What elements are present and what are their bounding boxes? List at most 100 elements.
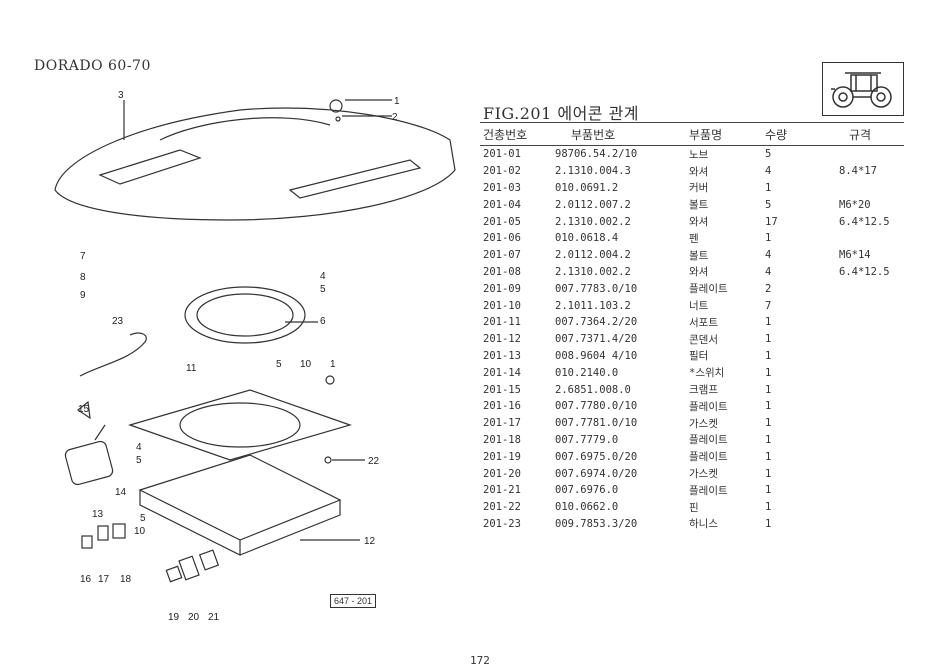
cell-qty: 17: [765, 215, 778, 228]
cell-no: 201-21: [483, 484, 521, 497]
callout-21: 21: [208, 612, 220, 623]
cell-name: 너트: [689, 300, 709, 313]
cell-no: 201-09: [483, 282, 521, 295]
cell-no: 201-17: [483, 417, 521, 430]
callout-4-b: 4: [136, 442, 142, 453]
callout-22: 22: [368, 456, 380, 467]
roof-cover-shape: [54, 107, 456, 221]
roof-vent-right: [288, 159, 422, 199]
cell-qty: 1: [765, 400, 772, 413]
cell-qty: 1: [765, 383, 772, 396]
cell-spec: [839, 465, 935, 482]
cell-qty: 1: [765, 433, 772, 446]
exploded-diagram: 3 1 2 7 8 9 4 5 6 23 11 5 10 1 15 4 5 22…: [54, 90, 456, 623]
cell-no: 201-08: [483, 265, 521, 278]
cell-no: 201-04: [483, 198, 521, 211]
cell-spec: 8.4*17: [839, 165, 877, 178]
cell-spec: [839, 348, 935, 365]
cell-spec: [839, 381, 935, 398]
cell-spec: [839, 297, 935, 314]
cell-part: 007.7364.2/20: [555, 316, 638, 329]
cell-name: 플레이트: [689, 434, 728, 447]
callout-12: 12: [364, 536, 376, 547]
cell-no: 201-15: [483, 383, 521, 396]
cell-part: 009.7853.3/20: [555, 517, 638, 530]
cell-spec: [839, 146, 935, 163]
callout-7: 7: [80, 251, 86, 262]
filter-shape: [64, 440, 114, 486]
table-row: 201-12 007.7371.4/20 콘덴서 1: [478, 331, 935, 348]
cell-part: 2.0112.007.2: [555, 198, 631, 211]
callout-16: 16: [80, 574, 92, 585]
cell-spec: M6*20: [839, 198, 871, 211]
callout-15: 15: [78, 404, 90, 415]
cell-qty: 2: [765, 282, 772, 295]
cell-spec: 6.4*12.5: [839, 265, 890, 278]
cell-name: 플레이트: [689, 400, 728, 413]
cell-qty: 1: [765, 517, 772, 530]
callout-23: 23: [112, 316, 124, 327]
callout-13: 13: [92, 509, 104, 520]
cell-spec: [839, 314, 935, 331]
callout-9: 9: [80, 290, 86, 301]
cell-qty: 1: [765, 181, 772, 194]
cell-part: 2.6851.008.0: [555, 383, 631, 396]
callout-5-d: 5: [140, 513, 146, 524]
cell-no: 201-20: [483, 467, 521, 480]
col-header-qty: 수량: [765, 127, 788, 142]
cell-no: 201-13: [483, 349, 521, 362]
knob-shape: [329, 99, 343, 113]
cell-part: 007.7779.0: [555, 433, 619, 446]
callout-5-b: 5: [276, 359, 282, 370]
callout-11: 11: [186, 363, 197, 374]
table-top-rule: [480, 122, 904, 123]
cell-no: 201-07: [483, 249, 521, 262]
callout-4: 4: [320, 271, 326, 282]
cell-name: 가스켓: [689, 417, 718, 430]
cell-no: 201-03: [483, 181, 521, 194]
callout-17: 17: [98, 574, 110, 585]
cell-name: *스위치: [689, 367, 725, 380]
callout-19: 19: [168, 612, 180, 623]
cell-name: 플레이트: [689, 451, 728, 464]
cell-part: 2.0112.004.2: [555, 249, 631, 262]
model-name: DORADO 60-70: [34, 58, 151, 74]
cell-no: 201-11: [483, 316, 521, 329]
cell-part: 2.1310.004.3: [555, 165, 631, 178]
cell-no: 201-12: [483, 333, 521, 346]
cell-name: 와셔: [689, 165, 709, 178]
cell-part: 010.0618.4: [555, 232, 619, 245]
cell-spec: [839, 180, 935, 197]
tractor-icon: [831, 72, 892, 108]
support-frame-shape: [128, 389, 352, 461]
cell-spec: 6.4*12.5: [839, 215, 890, 228]
col-header-part: 부품번호: [571, 127, 616, 142]
cell-part: 007.7371.4/20: [555, 333, 638, 346]
cell-name: 볼트: [689, 249, 709, 262]
plate-18-shape: [112, 523, 126, 539]
cell-part: 010.2140.0: [555, 366, 619, 379]
cell-qty: 1: [765, 333, 772, 346]
nut-shape: [325, 375, 335, 385]
callout-8: 8: [80, 272, 86, 283]
cell-no: 201-23: [483, 517, 521, 530]
cell-name: 가스켓: [689, 468, 718, 481]
cell-qty: 1: [765, 467, 772, 480]
cell-spec: [839, 398, 935, 415]
callout-20: 20: [188, 612, 200, 623]
cell-part: 2.1011.103.2: [555, 299, 631, 312]
tractor-logo: [822, 62, 904, 116]
cell-name: 콘덴서: [689, 333, 718, 346]
clamp-shape: [76, 400, 91, 420]
figure-ref-tag: 647 - 201: [330, 594, 377, 608]
